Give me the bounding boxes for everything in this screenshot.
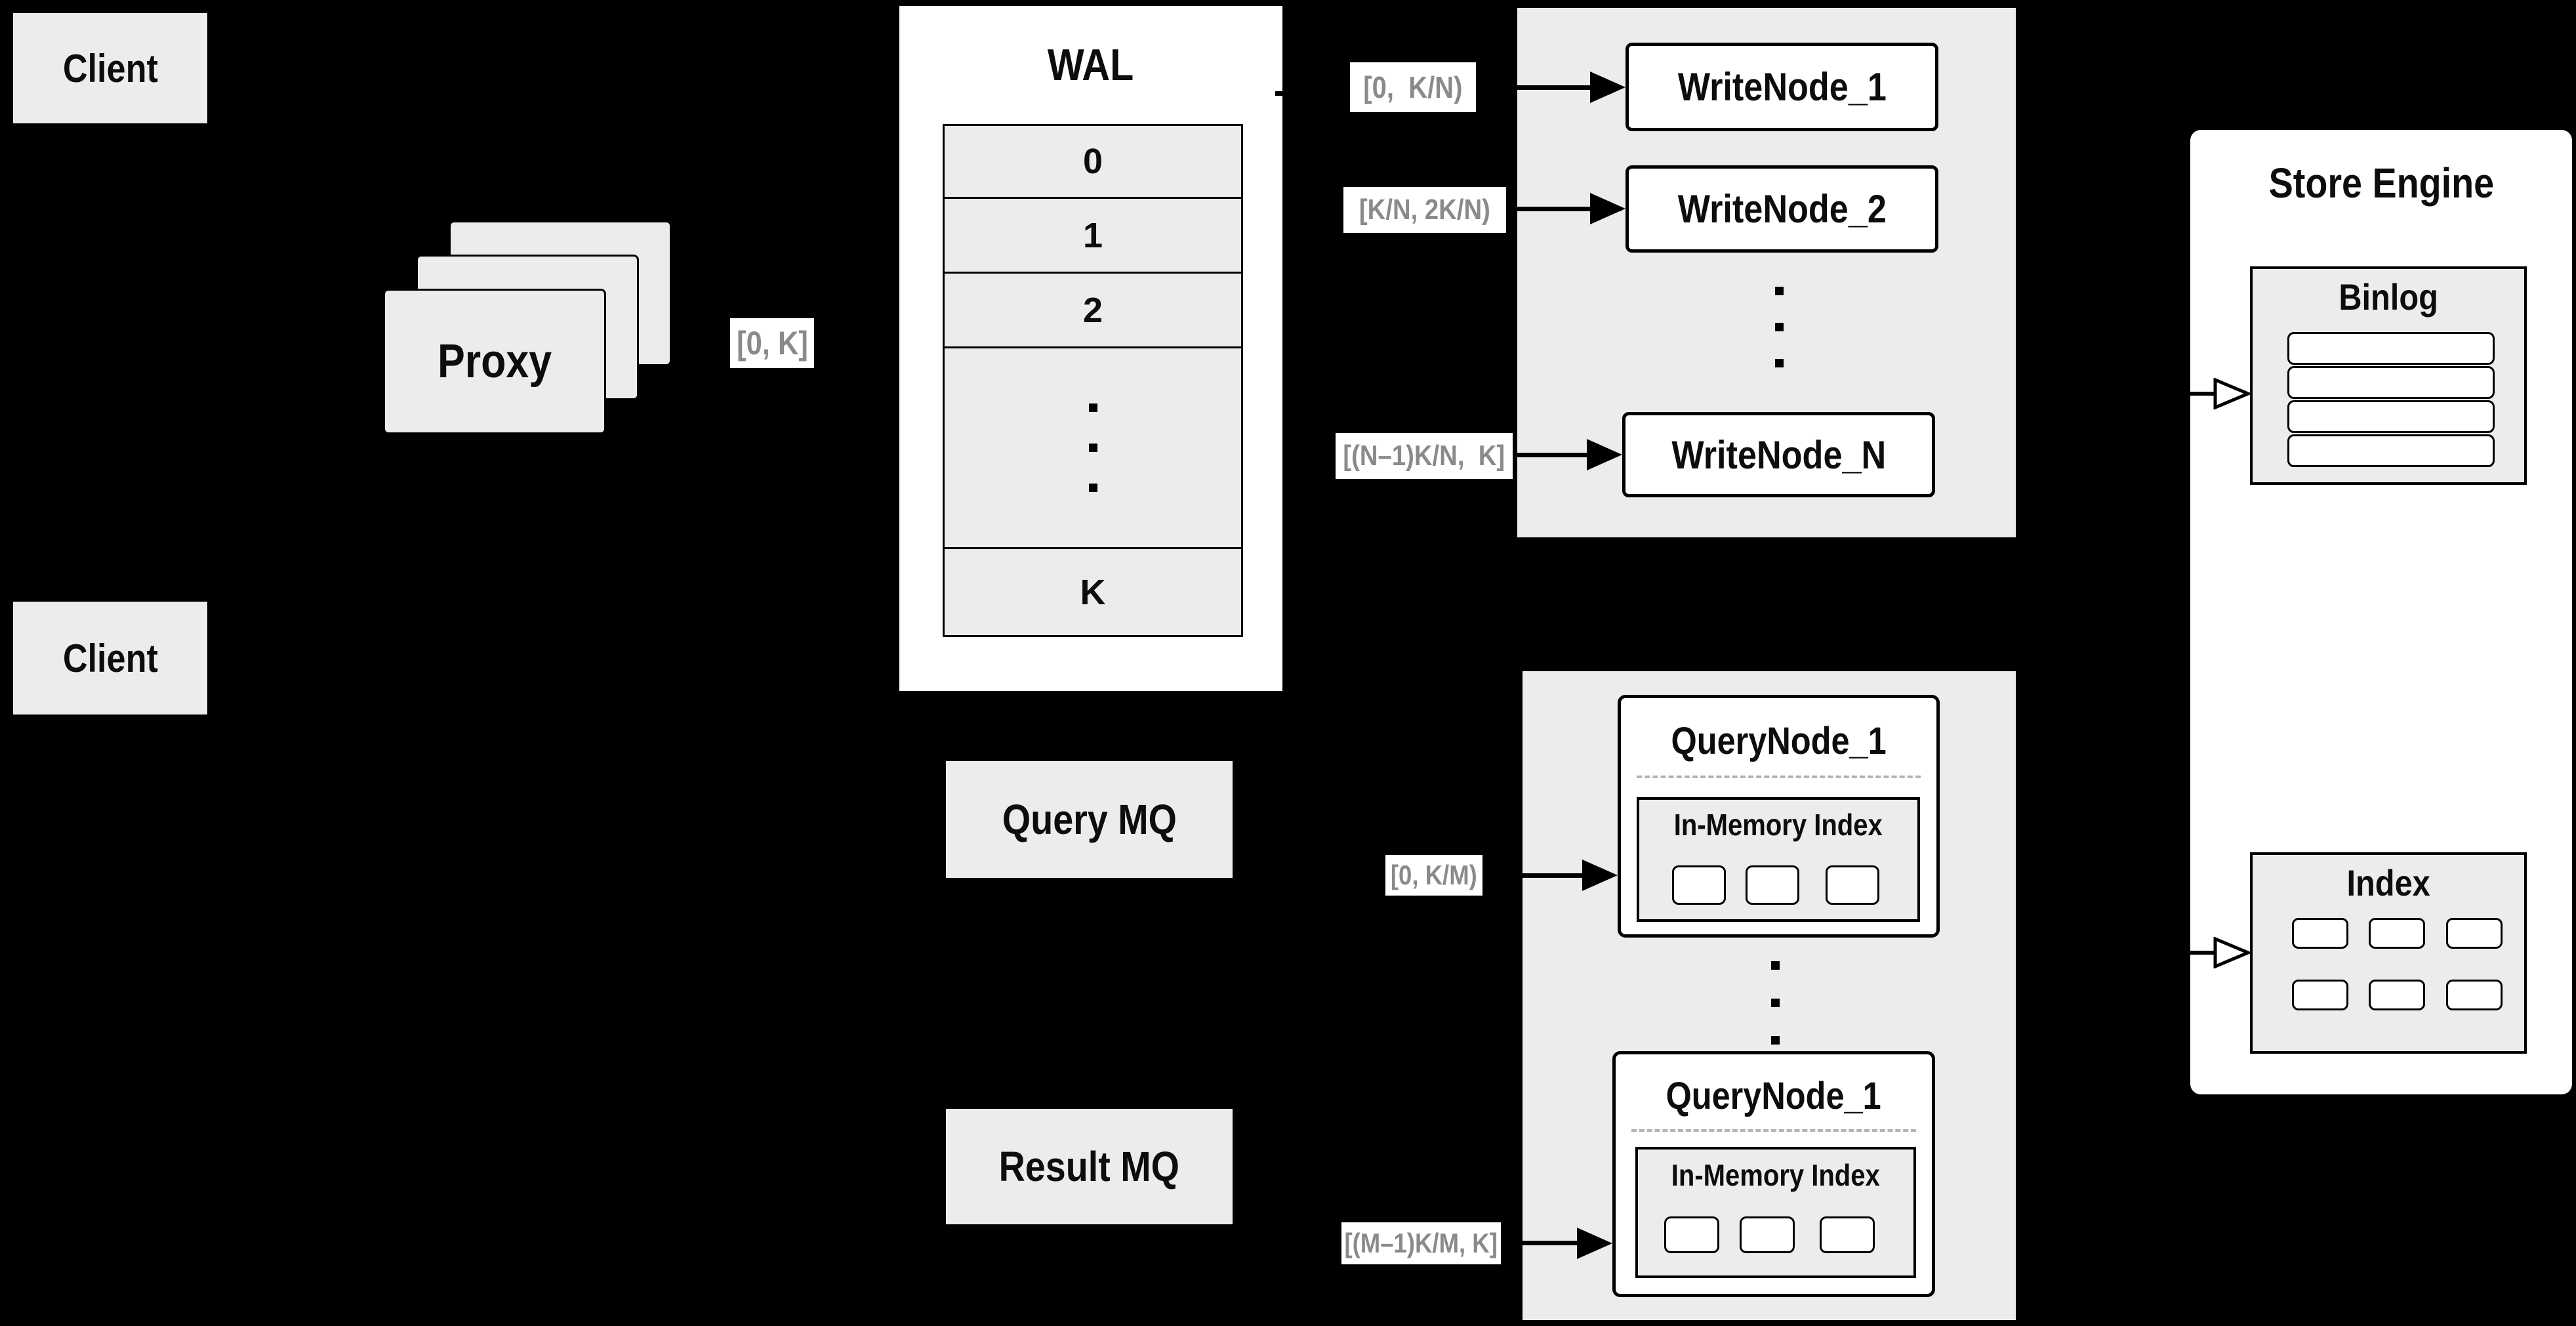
write-node-box-n: WriteNode_N — [1622, 412, 1935, 497]
client-top-label: Client — [62, 46, 158, 91]
write-node-2-label: WriteNode_2 — [1677, 187, 1887, 231]
index-cell-0 — [2292, 918, 2348, 949]
store-engine-box: Store Engine Binlog Index — [2190, 130, 2572, 1094]
client-box-bottom: Client — [13, 602, 207, 715]
binlog-box: Binlog — [2250, 266, 2527, 485]
wal-box: WAL 0 1 2 K — [897, 4, 1284, 693]
index-cell-1 — [2369, 918, 2425, 949]
memory-segment-5 — [1820, 1216, 1875, 1253]
range-chip-query-0: [0, K/M) — [1385, 855, 1482, 896]
binlog-title: Binlog — [2339, 276, 2438, 318]
arrowhead-icon — [1577, 1228, 1612, 1259]
write-node-box-2: WriteNode_2 — [1625, 165, 1938, 253]
store-engine-title: Store Engine — [2268, 159, 2494, 207]
wal-row-2: 2 — [945, 274, 1241, 348]
query-node-1-divider — [1637, 776, 1921, 778]
query-node-2-title: QueryNode_1 — [1666, 1074, 1882, 1117]
client-bottom-label: Client — [62, 636, 158, 680]
hollow-arrowhead-icon — [2213, 378, 2251, 409]
result-mq-label: Result MQ — [998, 1143, 1180, 1190]
in-memory-index-box-1: In-Memory Index — [1637, 797, 1920, 922]
write-node-box-1: WriteNode_1 — [1625, 43, 1938, 131]
range-chip-proxy-out: [0, K] — [730, 318, 814, 368]
index-cell-3 — [2292, 980, 2348, 1010]
arrowhead-icon — [1582, 860, 1618, 891]
in-memory-index-box-2: In-Memory Index — [1635, 1147, 1916, 1278]
result-mq-box: Result MQ — [946, 1109, 1233, 1224]
range-chip-write-2: [(N–1)K/N, K] — [1336, 433, 1513, 479]
query-node-box-1: QueryNode_1 In-Memory Index — [1618, 695, 1940, 938]
wal-row-0: 0 — [945, 126, 1241, 199]
query-mq-box: Query MQ — [946, 761, 1233, 878]
wal-ellipsis-dots — [945, 348, 1241, 549]
range-chip-write-0: [0, K/N) — [1350, 62, 1476, 112]
range-chip-query-1: [(M–1)K/M, K] — [1341, 1222, 1501, 1264]
wal-segment-list: 0 1 2 K — [943, 124, 1243, 637]
client-box-top: Client — [13, 13, 207, 123]
query-node-box-2: QueryNode_1 In-Memory Index — [1612, 1051, 1935, 1297]
wal-title: WAL — [1048, 40, 1134, 90]
in-memory-index-1-title: In-Memory Index — [1673, 808, 1883, 842]
memory-segment-4 — [1740, 1216, 1795, 1253]
wal-row-k: K — [945, 549, 1241, 635]
wal-row-1: 1 — [945, 199, 1241, 274]
hollow-arrowhead-icon — [2213, 937, 2251, 968]
range-chip-query-0-text: [0, K/M) — [1391, 860, 1477, 890]
memory-segment-3 — [1664, 1216, 1719, 1253]
proxy-label: Proxy — [437, 335, 552, 388]
binlog-row-2 — [2287, 400, 2495, 433]
arrowhead-icon — [1590, 193, 1625, 224]
memory-segment-1 — [1746, 865, 1799, 905]
arrowhead-icon — [1587, 439, 1622, 470]
range-chip-write-2-text: [(N–1)K/N, K] — [1343, 440, 1505, 472]
index-cell-4 — [2369, 980, 2425, 1010]
index-cell-2 — [2446, 918, 2503, 949]
index-title: Index — [2346, 861, 2430, 903]
range-chip-write-1-text: [K/N, 2K/N) — [1359, 194, 1490, 226]
write-node-1-label: WriteNode_1 — [1677, 65, 1887, 109]
memory-segment-2 — [1826, 865, 1879, 905]
in-memory-index-2-title: In-Memory Index — [1671, 1158, 1880, 1192]
binlog-row-1 — [2287, 366, 2495, 399]
index-box: Index — [2250, 852, 2527, 1054]
arrowhead-icon — [1590, 72, 1625, 103]
memory-segment-0 — [1672, 865, 1726, 905]
wal-arrow-stub — [1275, 91, 1286, 96]
range-chip-proxy-out-text: [0, K] — [736, 325, 808, 362]
range-chip-write-0-text: [0, K/N) — [1363, 70, 1463, 104]
range-chip-write-1: [K/N, 2K/N) — [1343, 187, 1506, 233]
binlog-row-0 — [2287, 332, 2495, 365]
range-chip-query-1-text: [(M–1)K/M, K] — [1344, 1228, 1498, 1258]
write-node-n-label: WriteNode_N — [1671, 432, 1886, 477]
binlog-row-3 — [2287, 434, 2495, 467]
query-mq-label: Query MQ — [1002, 796, 1177, 843]
index-cell-5 — [2446, 980, 2503, 1010]
proxy-box: Proxy — [383, 289, 606, 434]
query-node-2-divider — [1631, 1129, 1916, 1132]
query-node-1-title: QueryNode_1 — [1671, 719, 1887, 762]
